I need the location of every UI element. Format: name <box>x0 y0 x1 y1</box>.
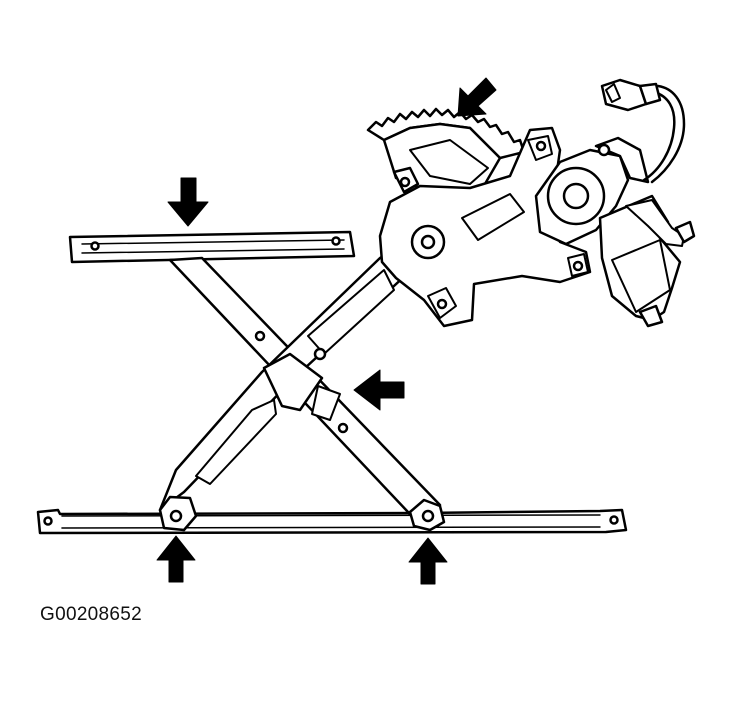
gear-sector <box>366 107 526 198</box>
motor-assembly <box>534 136 696 328</box>
figure-caption: G00208652 <box>40 604 143 625</box>
mounting-plate <box>378 126 592 328</box>
wire-harness <box>600 78 686 184</box>
center-pivot <box>262 352 341 421</box>
arrow-up-icon <box>408 537 448 585</box>
arrow-left-icon <box>353 369 405 411</box>
arrow-down-icon <box>167 177 209 227</box>
bottom-pivots <box>158 495 446 532</box>
arrow-down-left-icon <box>457 77 497 117</box>
top-rail <box>68 230 356 264</box>
bottom-rail <box>36 508 628 535</box>
arrow-up-icon <box>156 535 196 583</box>
